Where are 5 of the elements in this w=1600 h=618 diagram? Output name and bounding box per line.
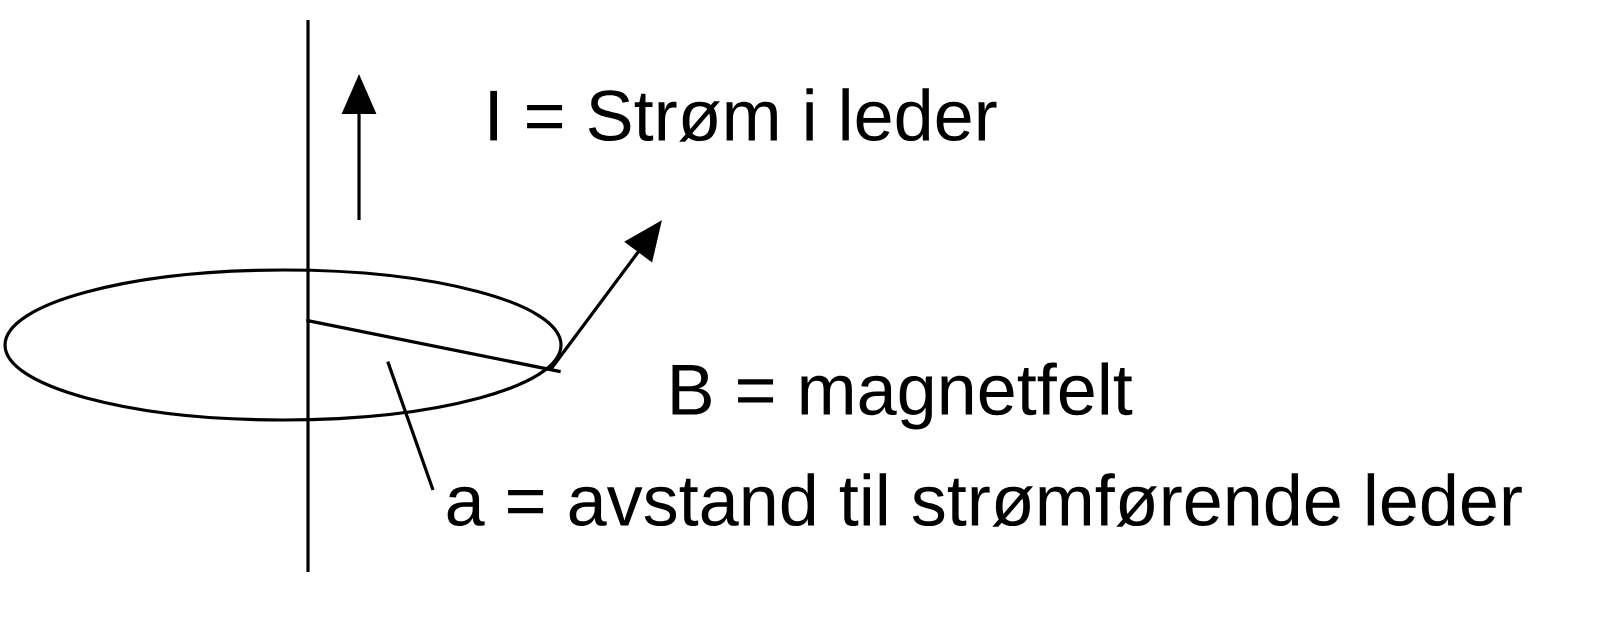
label-text: B = magnetfelt [672, 362, 1133, 430]
leader-line [386, 361, 435, 491]
label-text: I = Strøm i leder [490, 88, 997, 142]
radius-line [306, 318, 561, 374]
label-text: a = avstand til strømførende leder [447, 473, 1522, 527]
